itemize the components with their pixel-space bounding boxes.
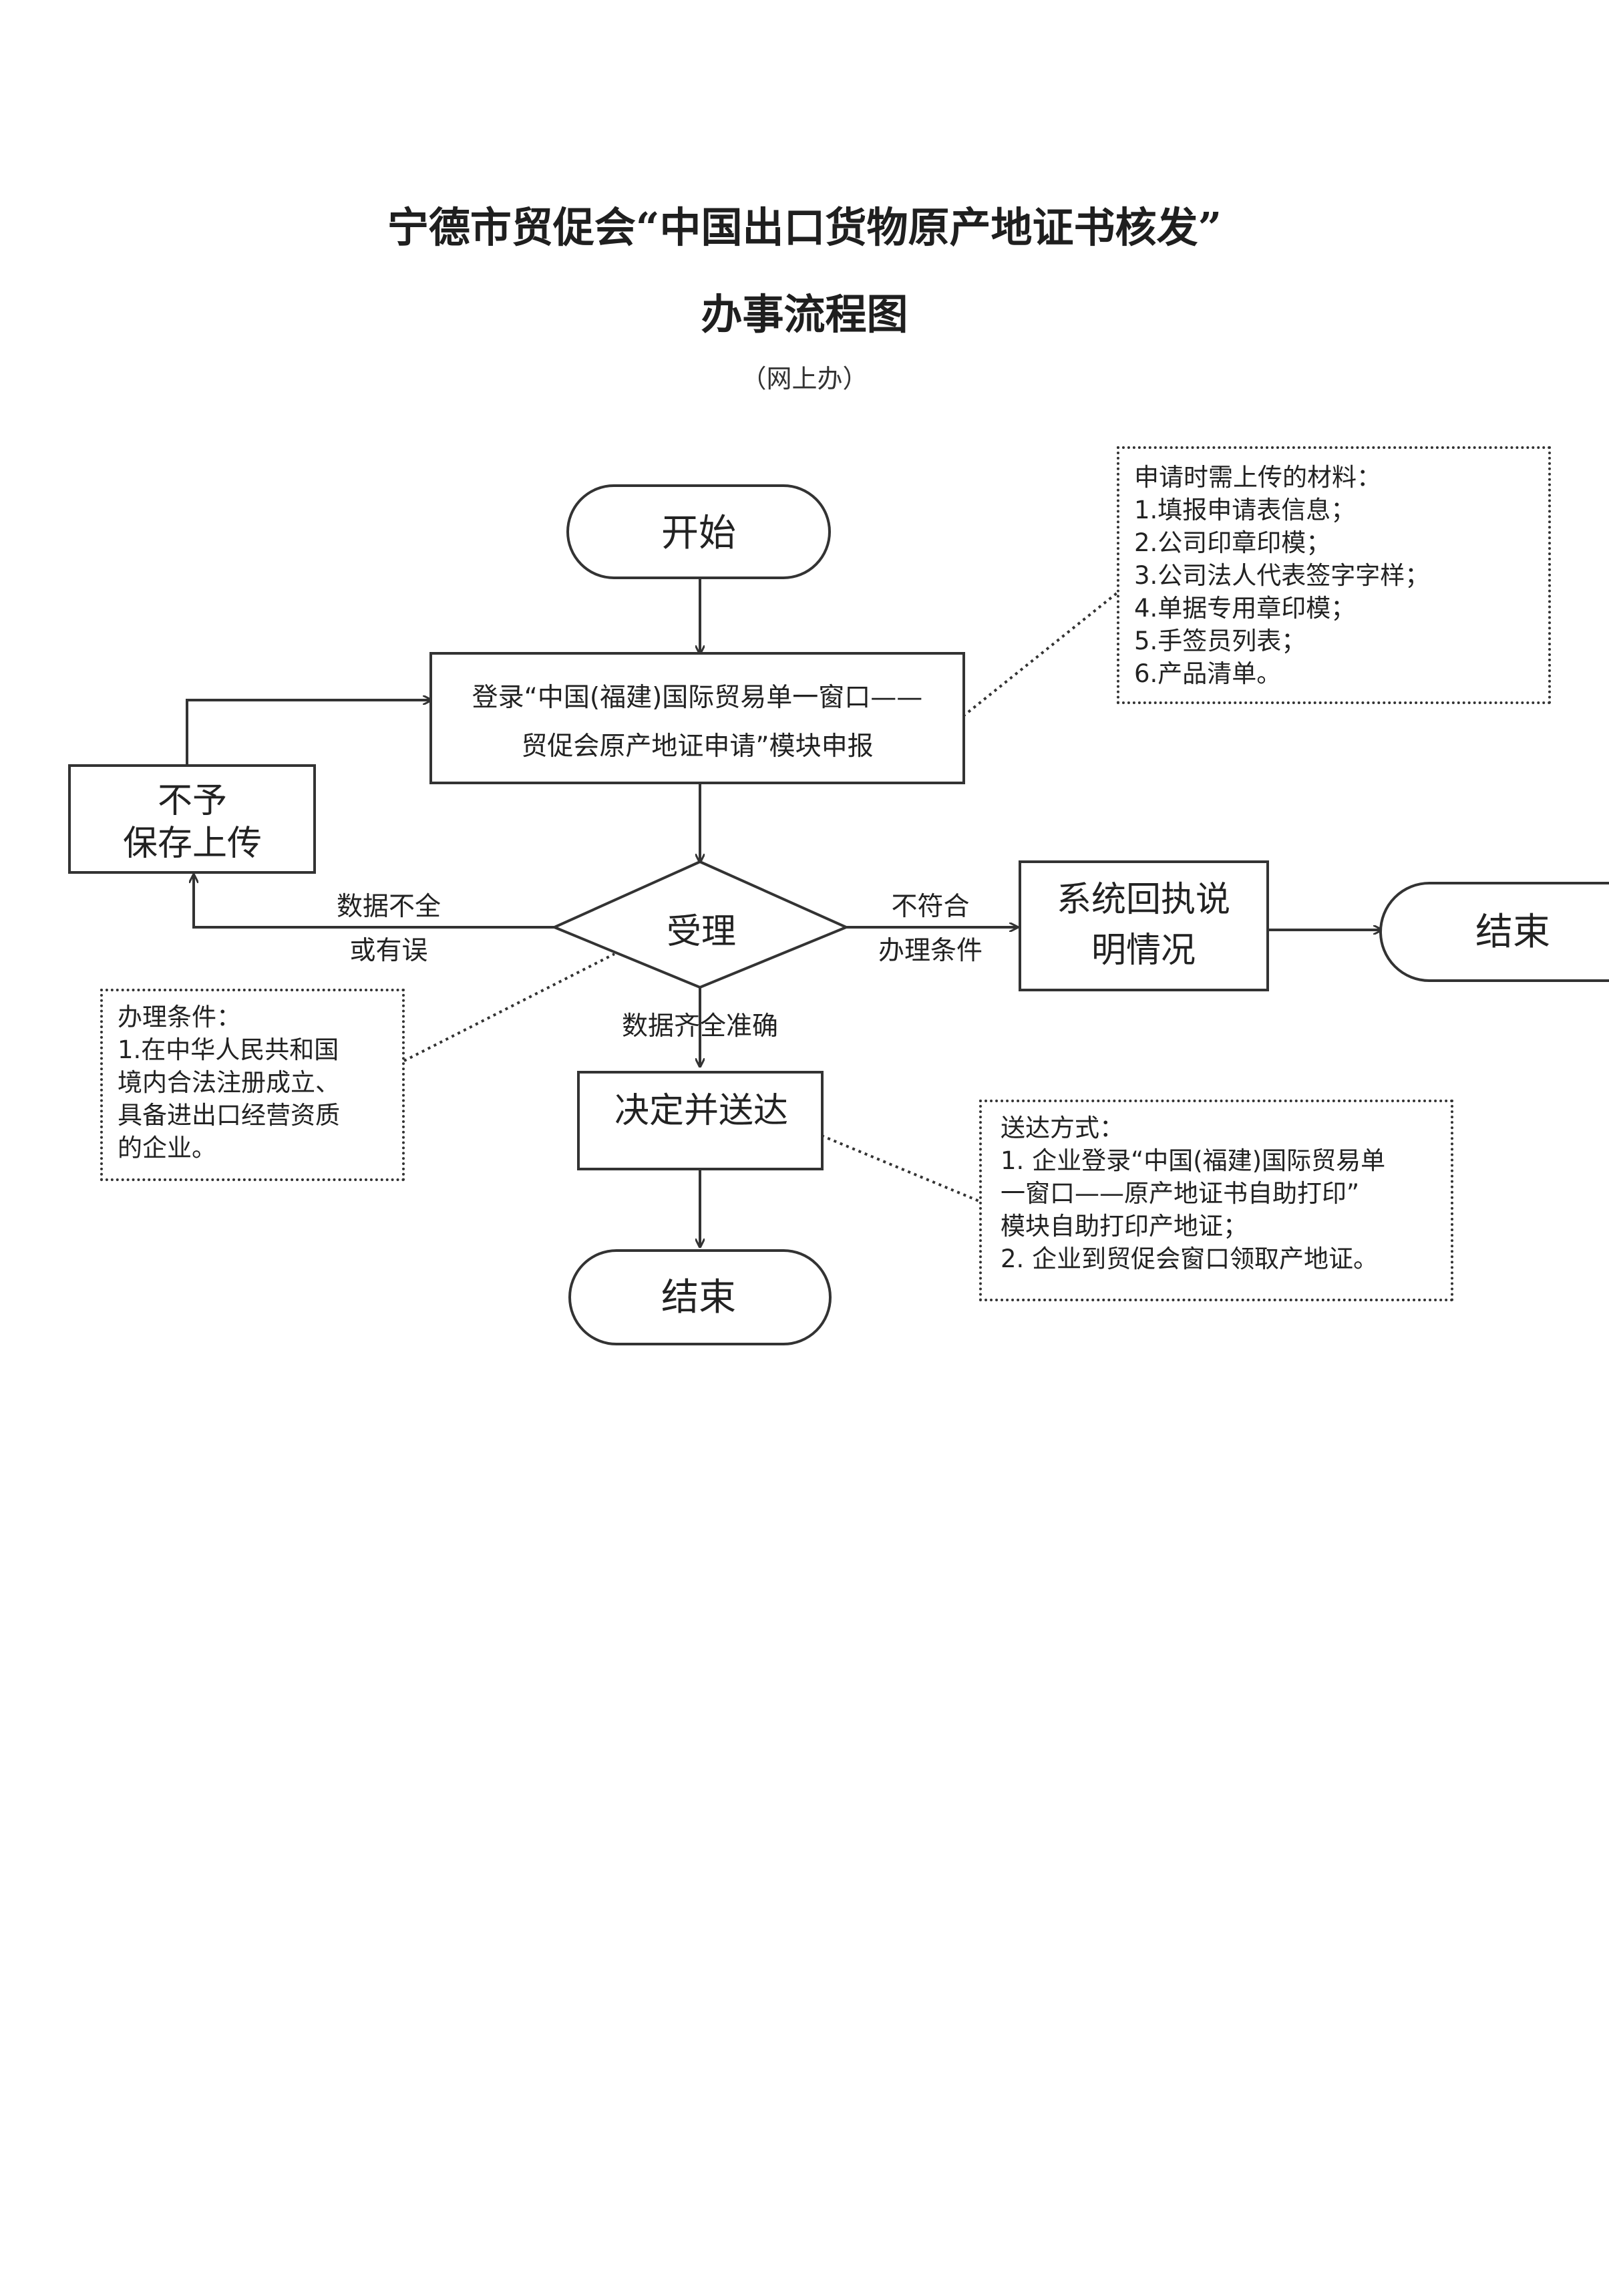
connector-conditions [403,953,615,1062]
edge-label-notmet-line2: 办理条件 [878,936,982,966]
materials-item: 4.单据专用章印模； [1134,594,1356,623]
decide-box [577,1071,824,1170]
delivery-line: 一窗口——原产地证书自助打印” [1001,1179,1360,1208]
conditions-note: 办理条件： 1.在中华人民共和国 境内合法注册成立、 具备进出口经营资质 的企业… [100,989,405,1181]
reject-label-line2: 保存上传 [123,824,262,864]
delivery-line: 2. 企业到贸促会窗口领取产地证。 [1001,1245,1379,1273]
conditions-line: 的企业。 [118,1134,216,1162]
arrow-accept-reject [194,875,554,929]
end-bottom-label: 结束 [661,1276,736,1319]
decide-label: 决定并送达 [614,1091,788,1131]
delivery-note-title: 送达方式： [1001,1114,1124,1142]
end-right-label: 结束 [1475,911,1550,954]
page-subtitle: （网上办） [741,364,868,393]
materials-item: 6.产品清单。 [1134,659,1282,688]
conditions-note-title: 办理条件： [118,1003,241,1031]
accept-label: 受理 [667,912,736,952]
reject-box [68,764,316,874]
conditions-line: 境内合法注册成立、 [118,1068,340,1097]
materials-note-title: 申请时需上传的材料： [1134,463,1381,492]
materials-item: 2.公司印章印模； [1134,528,1331,557]
edge-label-complete: 数据齐全准确 [622,1011,778,1041]
login-label-line1: 登录“中国(福建)国际贸易单一窗口—— [472,683,923,713]
accept-diamond [550,860,850,989]
arrow-reject-login [186,700,431,766]
start-label: 开始 [661,512,736,555]
reject-label-line1: 不予 [158,781,227,821]
conditions-line: 具备进出口经营资质 [118,1101,340,1130]
connector-materials [962,592,1118,717]
edge-label-incomplete-line2: 或有误 [349,936,427,966]
connector-delivery [821,1134,980,1202]
login-box [429,652,965,784]
edge-label-incomplete-line1: 数据不全 [337,892,441,922]
page-title: 宁德市贸促会“中国出口货物原产地证书核发” [387,203,1222,252]
materials-item: 1.填报申请表信息； [1134,496,1356,524]
edge-label-notmet-line1: 不符合 [891,892,969,922]
materials-item: 5.手签员列表； [1134,627,1306,655]
delivery-line: 1. 企业登录“中国(福建)国际贸易单 [1001,1146,1386,1175]
receipt-label-line1: 系统回执说 [1057,880,1230,920]
delivery-note: 送达方式： 1. 企业登录“中国(福建)国际贸易单 一窗口——原产地证书自助打印… [979,1100,1453,1301]
materials-item: 3.公司法人代表签字字样； [1134,561,1430,590]
end-bottom-node [568,1249,832,1345]
start-node [566,484,831,579]
receipt-label-line2: 明情况 [1091,931,1196,971]
end-right-node [1379,882,1609,982]
materials-note: 申请时需上传的材料： 1.填报申请表信息； 2.公司印章印模； 3.公司法人代表… [1117,446,1551,704]
page-title-line2: 办事流程图 [701,290,908,339]
login-label-line2: 贸促会原产地证申请”模块申报 [521,731,873,762]
conditions-line: 1.在中华人民共和国 [118,1035,339,1064]
delivery-line: 模块自助打印产地证； [1001,1212,1248,1241]
receipt-box [1019,860,1269,991]
